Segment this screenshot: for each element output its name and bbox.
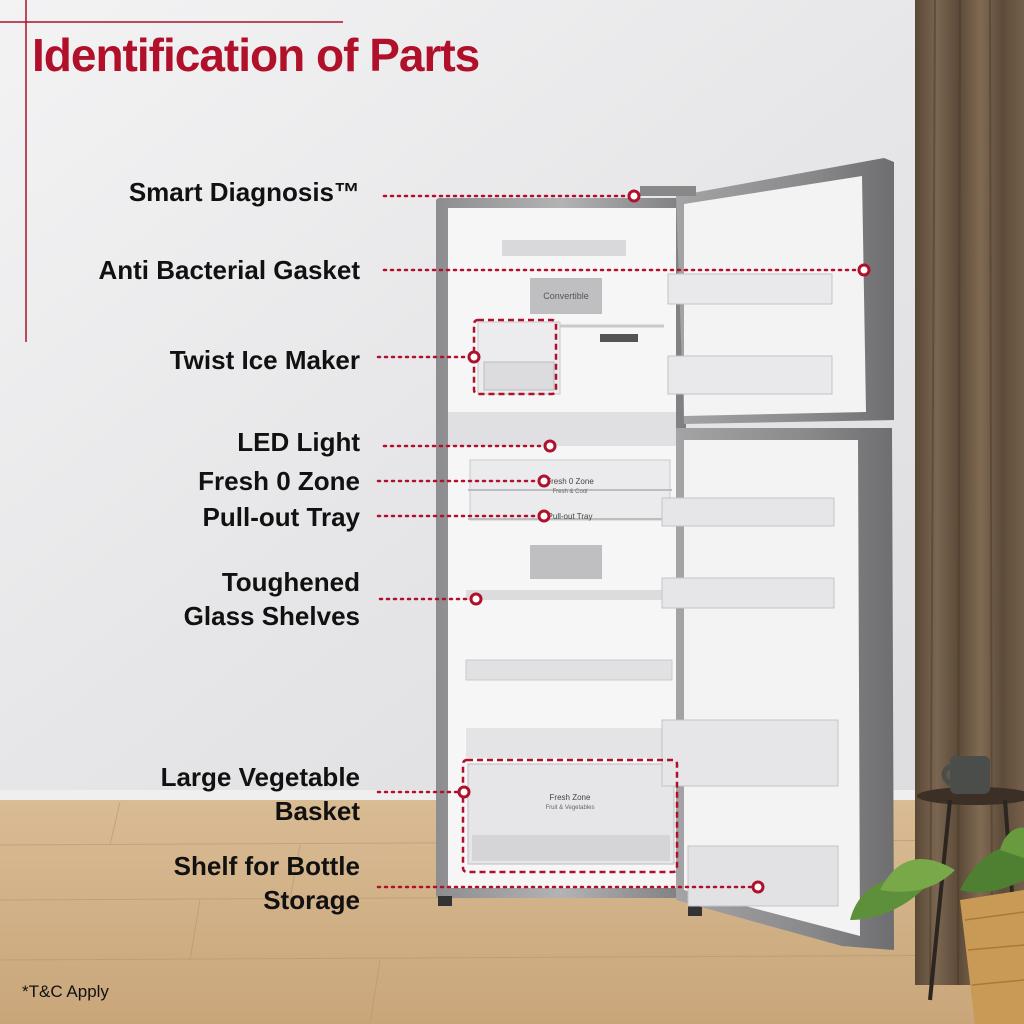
- label-line: Pull-out Tray: [202, 502, 360, 532]
- leader-dot-led-light: [543, 439, 557, 453]
- label-led-light: LED Light: [60, 425, 360, 459]
- label-fresh-0-zone: Fresh 0 Zone: [60, 464, 360, 498]
- label-smart-diagnosis: Smart Diagnosis™: [60, 175, 360, 209]
- label-anti-bacterial-gasket: Anti Bacterial Gasket: [60, 253, 360, 287]
- convertible-label: Convertible: [543, 291, 589, 301]
- mug-icon: [941, 756, 990, 794]
- label-pull-out-tray: Pull-out Tray: [60, 500, 360, 534]
- page-title: Identification of Parts: [32, 29, 480, 81]
- leader-dots: [457, 189, 871, 894]
- vegetable-basket-highlight: [461, 758, 679, 874]
- corner-frame-lines: [0, 0, 343, 342]
- label-line: Anti Bacterial Gasket: [98, 255, 360, 285]
- plant-icon: [850, 827, 1024, 1024]
- freezer-door: [640, 158, 894, 424]
- leader-dot-glass-shelves: [469, 592, 483, 606]
- label-line: Large Vegetable: [160, 762, 360, 792]
- fresh0-sub-label: Fresh & Cool: [552, 489, 587, 495]
- label-line: Smart Diagnosis™: [128, 177, 360, 207]
- leader-dot-gasket: [857, 263, 871, 277]
- leader-dot-bottle-shelf: [751, 880, 765, 894]
- leader-lines: [376, 194, 866, 889]
- label-line: Basket: [274, 796, 360, 826]
- pullout-tray-label: Pull-out Tray: [548, 512, 593, 521]
- label-line: Toughened: [221, 567, 360, 597]
- terms-footnote: *T&C Apply: [22, 982, 109, 1001]
- label-toughened-glass-shelves: Toughened Glass Shelves: [60, 565, 360, 633]
- label-bottle-storage-shelf: Shelf for Bottle Storage: [60, 849, 360, 917]
- freshzone-title-label: Fresh Zone: [550, 793, 591, 802]
- label-line: Shelf for Bottle: [173, 851, 360, 881]
- freshzone-sub-label: Fruit & Vegetables: [545, 805, 594, 811]
- fresh0-title-label: Fresh 0 Zone: [546, 477, 594, 486]
- refrigerator-door: [661, 428, 894, 950]
- label-large-vegetable-basket: Large Vegetable Basket: [60, 760, 360, 828]
- leader-dot-pullout-tray: [537, 509, 551, 523]
- label-line: Storage: [263, 885, 360, 915]
- leader-dot-ice-maker: [467, 350, 481, 364]
- leader-dot-vegetable-basket: [457, 785, 471, 799]
- label-line: Glass Shelves: [183, 601, 360, 631]
- leader-dot-fresh-zone: [537, 474, 551, 488]
- label-twist-ice-maker: Twist Ice Maker: [60, 343, 360, 377]
- leader-dot-smart-diagnosis: [627, 189, 641, 203]
- label-line: Fresh 0 Zone: [198, 466, 360, 496]
- label-line: LED Light: [237, 427, 360, 457]
- label-line: Twist Ice Maker: [169, 345, 360, 375]
- refrigerator-icon: [436, 198, 702, 916]
